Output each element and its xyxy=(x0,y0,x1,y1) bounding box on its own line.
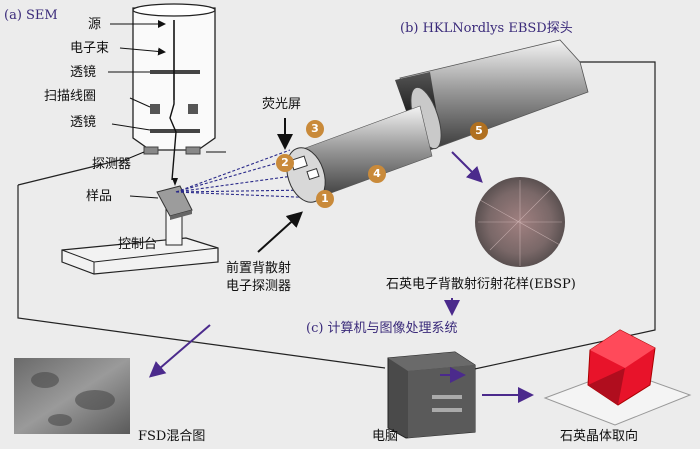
flow-arrows xyxy=(148,151,534,403)
ebsp-pattern-image xyxy=(475,177,565,267)
scan-coil-label: 扫描线圈 xyxy=(44,89,97,104)
sem-title: (a) SEM xyxy=(4,8,58,23)
marker-5: 5 xyxy=(470,122,488,140)
lens-top-label: 透镜 xyxy=(70,65,97,80)
marker-3: 3 xyxy=(306,120,324,138)
computer-label: 电脑 xyxy=(372,429,399,444)
sample-stage xyxy=(61,185,219,275)
ebsd-probe xyxy=(286,39,589,203)
marker-2: 2 xyxy=(276,154,294,172)
stage-label: 控制台 xyxy=(118,237,158,252)
sample-label: 样品 xyxy=(86,189,113,204)
backscatter-rays xyxy=(175,149,321,199)
electron-beam-label: 电子束 xyxy=(70,41,110,56)
forescatter-detector-label-line1: 前置背散射 xyxy=(226,261,292,276)
arrow-to-fsd-icon xyxy=(148,324,211,378)
pointer-arrows xyxy=(257,118,303,253)
fsd-image xyxy=(14,358,130,434)
probe-title: (b) HKLNordlys EBSD探头 xyxy=(400,21,573,36)
crystal-orientation-graphic xyxy=(543,329,692,426)
arrow-up-right-icon xyxy=(257,211,303,253)
computer-system-label: (c) 计算机与图像处理系统 xyxy=(306,321,458,336)
ebsp-label: 石英电子背散射衍射花样(EBSP) xyxy=(386,277,576,292)
leader-lines xyxy=(108,20,226,199)
phosphor-screen-label: 荧光屏 xyxy=(262,97,302,112)
source-label: 源 xyxy=(88,17,102,32)
marker-4: 4 xyxy=(368,165,386,183)
fsd-image-label: FSD混合图 xyxy=(138,429,206,444)
connection-lines xyxy=(17,61,656,371)
sem-column xyxy=(132,3,216,186)
marker-1: 1 xyxy=(316,190,334,208)
forescatter-detector-label-line2: 电子探测器 xyxy=(226,279,292,294)
crystal-orientation-label: 石英晶体取向 xyxy=(560,429,639,444)
lens-bottom-label: 透镜 xyxy=(70,115,97,130)
detector-label: 探测器 xyxy=(92,157,132,172)
arrow-to-ebsp-icon xyxy=(451,151,483,183)
computer-tower xyxy=(387,351,476,439)
